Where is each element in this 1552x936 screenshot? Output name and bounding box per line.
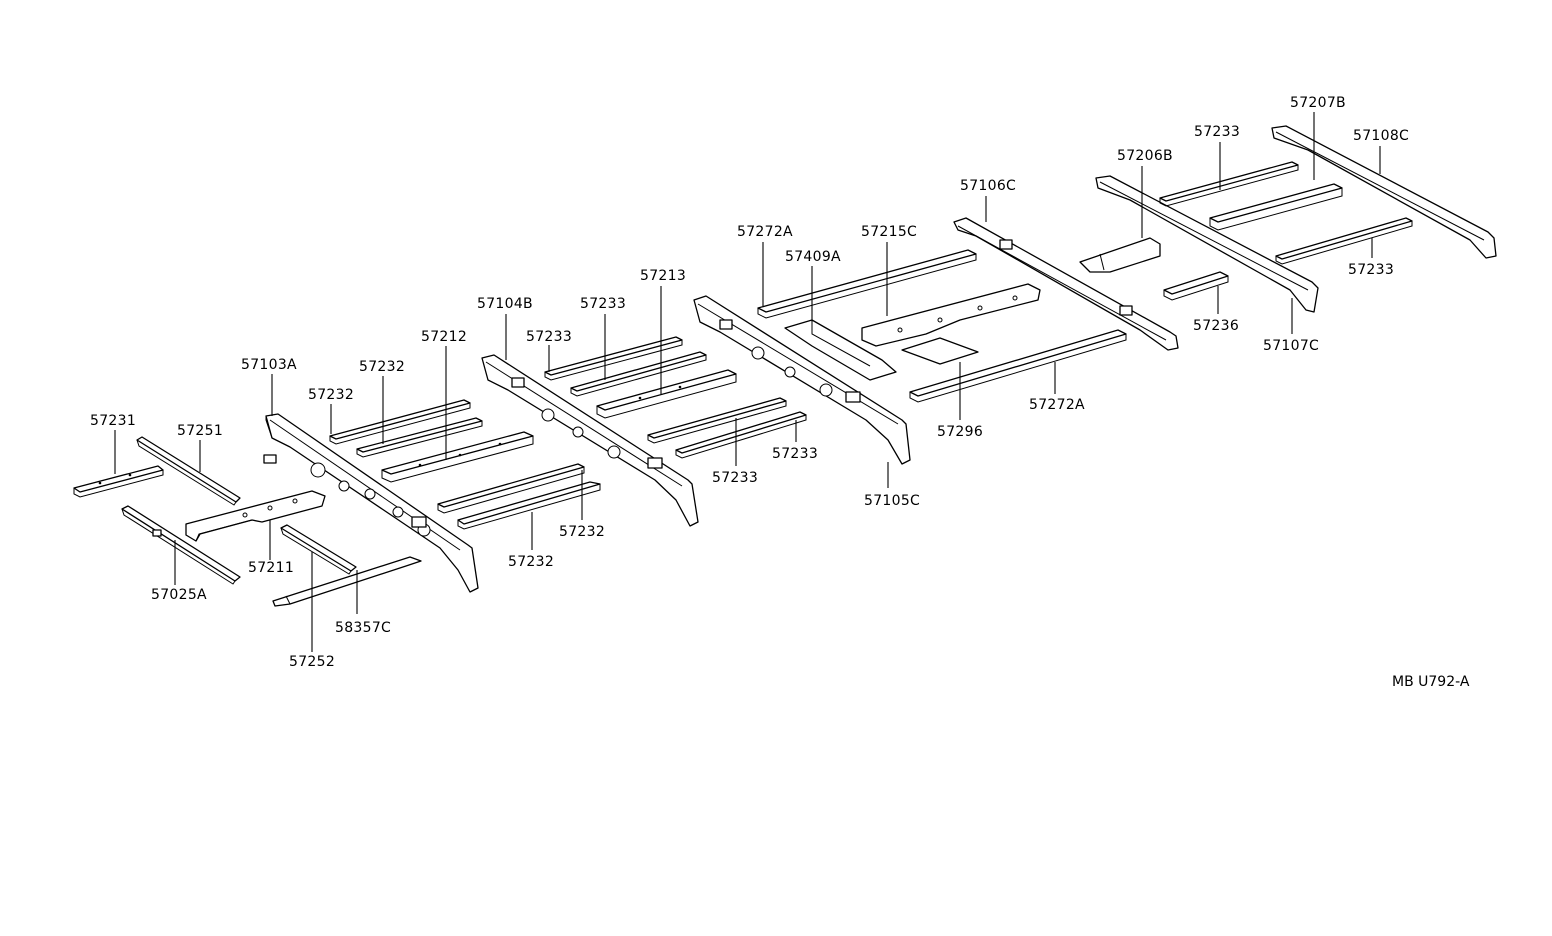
part-57104B — [481, 354, 699, 527]
part-57231 — [73, 465, 164, 498]
label-57272A: 57272A — [737, 224, 793, 240]
part-57212 — [381, 431, 534, 483]
part-57233-f — [1209, 183, 1343, 231]
part-57233-e — [1159, 161, 1299, 207]
part-57251 — [136, 436, 241, 506]
label-57215C: 57215C — [861, 224, 917, 240]
label-57232: 57232 — [359, 359, 405, 375]
label-57233: 57233 — [526, 329, 572, 345]
label-57409A: 57409A — [785, 249, 841, 265]
part-drawings — [73, 125, 1497, 607]
part-57106C — [953, 217, 1179, 351]
label-57233: 57233 — [772, 446, 818, 462]
part-57233-d — [675, 411, 807, 459]
label-57213: 57213 — [640, 268, 686, 284]
part-57233-b — [570, 351, 707, 397]
part-57107C — [1095, 175, 1319, 313]
label-58357C: 58357C — [335, 620, 391, 636]
label-57211: 57211 — [248, 560, 294, 576]
label-57233: 57233 — [1194, 124, 1240, 140]
part-57232-b — [356, 417, 483, 458]
part-58357C — [272, 556, 422, 607]
part-57215C — [861, 283, 1041, 347]
label-57207B: 57207B — [1290, 95, 1346, 111]
part-57108C — [1271, 125, 1497, 259]
label-57233: 57233 — [1348, 262, 1394, 278]
part-labels: 57231 57251 57025A 57211 57252 58357C 57… — [90, 95, 1470, 690]
label-57206B: 57206B — [1117, 148, 1173, 164]
leader-lines — [114, 112, 1381, 652]
label-57025A: 57025A — [151, 587, 207, 603]
part-57232-c — [437, 463, 585, 514]
label-57105C: 57105C — [864, 493, 920, 509]
part-57296 — [901, 337, 979, 365]
drawing-code: MB U792-A — [1392, 674, 1470, 690]
label-57232: 57232 — [308, 387, 354, 403]
label-57233: 57233 — [580, 296, 626, 312]
label-57108C: 57108C — [1353, 128, 1409, 144]
part-57213 — [596, 369, 737, 419]
label-57107C: 57107C — [1263, 338, 1319, 354]
part-57233-a — [544, 336, 683, 381]
part-57233-c — [647, 397, 787, 444]
label-57232: 57232 — [508, 554, 554, 570]
part-57236 — [1163, 271, 1229, 301]
label-57233: 57233 — [712, 470, 758, 486]
label-57231: 57231 — [90, 413, 136, 429]
part-57105C — [693, 295, 911, 465]
part-57232-a — [329, 399, 471, 445]
label-57104B: 57104B — [477, 296, 533, 312]
label-57272A: 57272A — [1029, 397, 1085, 413]
label-57106C: 57106C — [960, 178, 1016, 194]
label-57252: 57252 — [289, 654, 335, 670]
part-57103A — [263, 413, 479, 593]
label-57212: 57212 — [421, 329, 467, 345]
label-57251: 57251 — [177, 423, 223, 439]
part-57232-d — [457, 481, 601, 530]
part-57252 — [280, 524, 357, 575]
part-57233-g — [1275, 217, 1413, 265]
label-57236: 57236 — [1193, 318, 1239, 334]
part-57025A — [121, 505, 241, 585]
part-57211 — [185, 490, 326, 542]
label-57232: 57232 — [559, 524, 605, 540]
part-57206B — [1079, 237, 1161, 273]
label-57103A: 57103A — [241, 357, 297, 373]
label-57296: 57296 — [937, 424, 983, 440]
part-57272A-lower — [909, 329, 1127, 403]
